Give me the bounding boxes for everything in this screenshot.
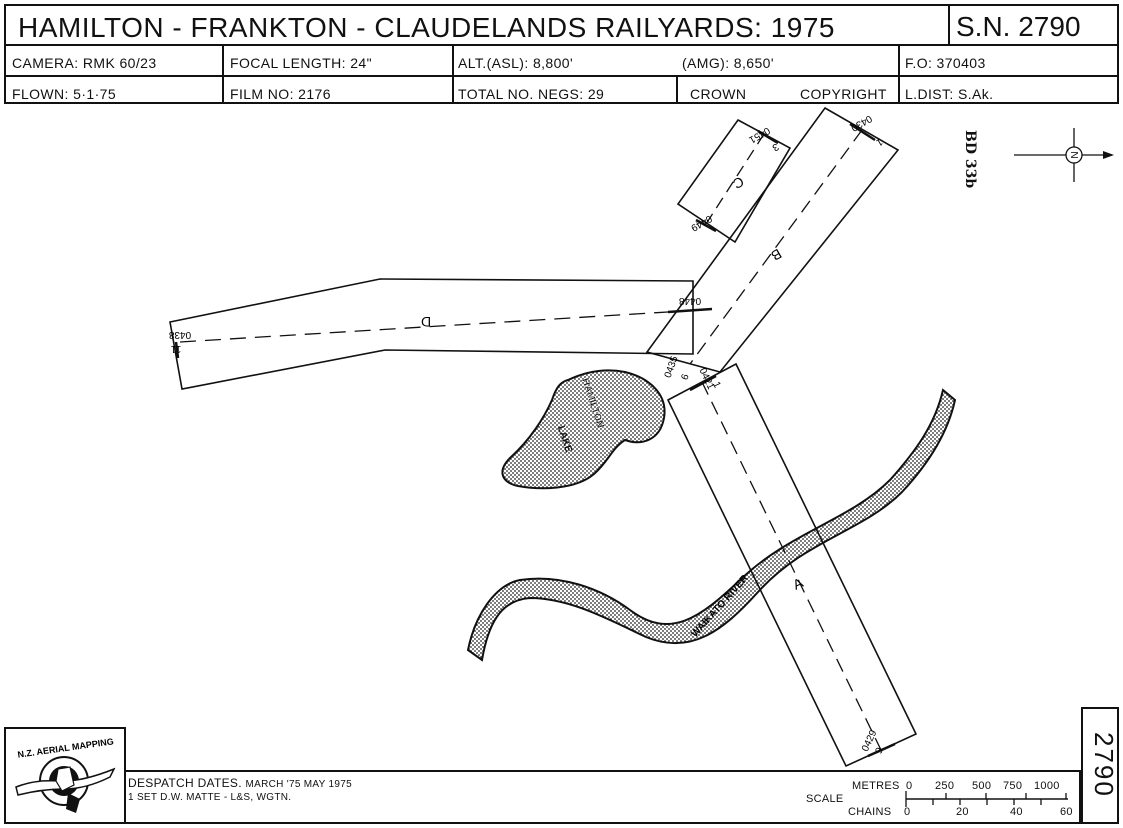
- scale-chains-tick: 0: [904, 806, 911, 818]
- strip-c-start-number: 0449: [688, 212, 713, 233]
- nz-aerial-mapping-logo: N.Z. AERIAL MAPPING: [15, 736, 116, 813]
- col-divider: [452, 44, 454, 104]
- strip-b-start-number: 0435: [663, 354, 681, 379]
- crown-label: CROWN: [690, 86, 747, 102]
- copyright-label: COPYRIGHT: [800, 86, 887, 102]
- strip-a-end-tick: [867, 742, 896, 758]
- strip-b-centre-line: [689, 129, 863, 365]
- scale-metres-label: METRES: [852, 780, 900, 792]
- despatch-dates: MARCH '75 MAY 1975: [245, 779, 352, 790]
- scale-label: SCALE: [806, 793, 844, 805]
- camera-field: CAMERA: RMK 60/23: [12, 55, 157, 71]
- north-arrow: [1014, 128, 1114, 182]
- strip-d-end-tick: [174, 341, 180, 359]
- strip-a-start-tick: [689, 374, 717, 392]
- strip-d-end-number: 0438: [168, 329, 191, 340]
- side-number-box: [1081, 707, 1119, 824]
- despatch-info: DESPATCH DATES. MARCH '75 MAY 1975 1 SET…: [128, 776, 352, 803]
- strip-a: [666, 362, 918, 768]
- total-negs-field: TOTAL NO. NEGS: 29: [458, 86, 605, 102]
- strip-b-end-frame: 1: [874, 136, 885, 149]
- hamilton-lake: [501, 369, 666, 490]
- strip-c-end-frame: 3: [770, 141, 781, 154]
- side-sheet-number: 2790: [1089, 732, 1119, 798]
- scale-chains-tick: 40: [1010, 806, 1023, 818]
- row-divider-1: [6, 44, 1117, 46]
- col-divider: [676, 75, 678, 104]
- strip-d-start-tick: [667, 307, 713, 314]
- strip-d-centre-line: [179, 309, 701, 343]
- scale-metres-tick: 0: [906, 780, 913, 792]
- header-table: HAMILTON - FRANKTON - CLAUDELANDS RAILYA…: [4, 4, 1119, 104]
- strip-c-end-tick: [757, 129, 779, 145]
- scale-metres-tick: 1000: [1034, 780, 1060, 792]
- strip-a-end-frame: 9: [874, 746, 887, 756]
- col-divider: [222, 44, 224, 104]
- row-divider-2: [6, 75, 1117, 77]
- flown-field: FLOWN: 5·1·75: [12, 86, 116, 102]
- col-divider: [898, 44, 900, 104]
- strip-b-end-tick: [849, 122, 876, 142]
- strip-b-start-frame: 6: [680, 372, 692, 381]
- waikato-river: [466, 388, 957, 662]
- film-number-field: FILM NO: 2176: [230, 86, 331, 102]
- north-letter: N: [1070, 151, 1081, 158]
- fo-field: F.O: 370403: [905, 55, 986, 71]
- strip-d-end-frame: 11: [170, 343, 181, 354]
- scale-metres-tick: 250: [935, 780, 955, 792]
- scale-bar: [905, 791, 1068, 807]
- sheet-number: S.N. 2790: [956, 11, 1081, 42]
- logo-box: N.Z. AERIAL MAPPING: [4, 727, 126, 824]
- title-divider: [948, 6, 950, 44]
- despatch-set: 1 SET D.W. MATTE - L&S, WGTN.: [128, 792, 292, 803]
- strip-a-start-frame: 1: [710, 380, 723, 390]
- scale-metres-tick: 500: [972, 780, 992, 792]
- scale-chains-tick: 20: [956, 806, 969, 818]
- altitude-asl-field: ALT.(ASL): 8,800': [458, 55, 574, 71]
- strip-b-end-number: 0430: [848, 112, 873, 133]
- land-district-field: L.DIST: S.Ak.: [905, 86, 994, 102]
- strip-d: [169, 278, 694, 390]
- strip-d-start-number: 0448: [678, 295, 701, 306]
- scale-chains-tick: 60: [1060, 806, 1073, 818]
- strip-c-start-tick: [695, 218, 717, 233]
- altitude-amg-field: (AMG): 8,650': [682, 55, 774, 71]
- strip-a-centre-line: [701, 381, 883, 753]
- scale-metres-tick: 750: [1003, 780, 1023, 792]
- despatch-label: DESPATCH DATES.: [128, 776, 242, 790]
- scale-chains-label: CHAINS: [848, 806, 892, 818]
- strip-d-letter: D: [421, 314, 431, 330]
- sheet-code: BD 33b: [962, 130, 978, 189]
- strip-b: [645, 106, 900, 373]
- focal-length-field: FOCAL LENGTH: 24": [230, 55, 372, 71]
- map-title: HAMILTON - FRANKTON - CLAUDELANDS RAILYA…: [18, 12, 835, 43]
